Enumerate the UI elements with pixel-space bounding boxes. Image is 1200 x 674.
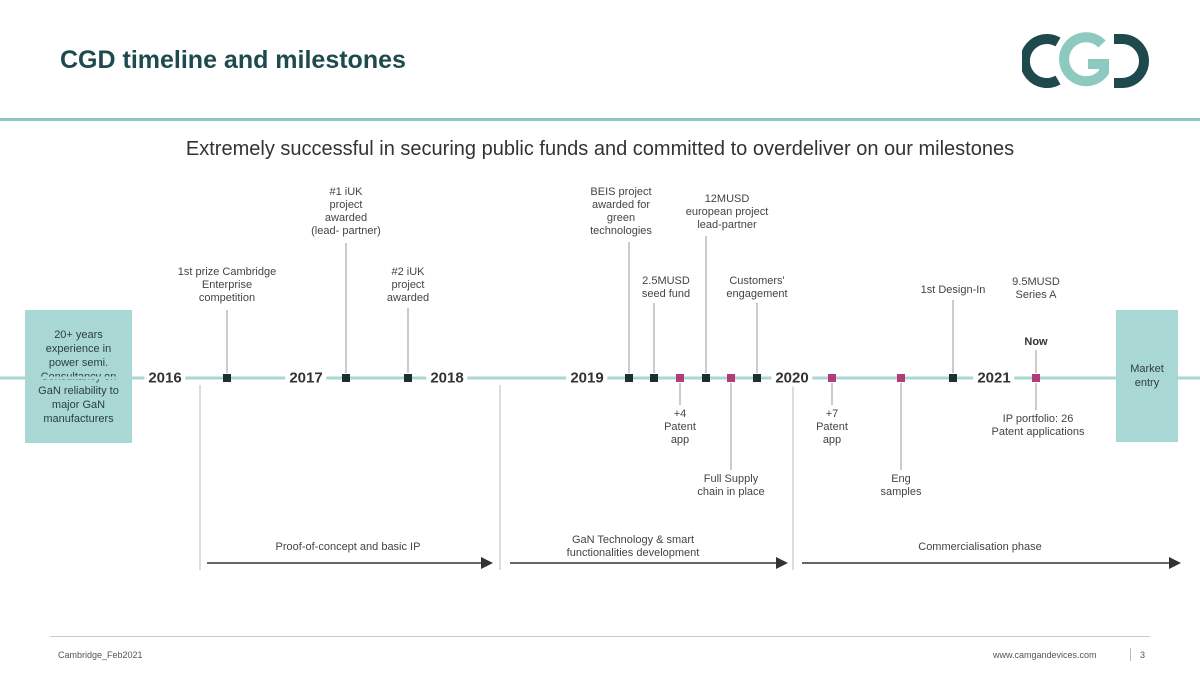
patent-marker: [828, 374, 836, 382]
milestone-label: Customers' engagement: [726, 275, 788, 300]
now-label: Now: [1024, 336, 1048, 348]
milestone-marker: [753, 374, 761, 382]
page-title: CGD timeline and milestones: [60, 46, 406, 74]
patent-marker: [1032, 374, 1040, 382]
footer-separator: [1130, 648, 1131, 661]
page-number: 3: [1140, 650, 1146, 660]
milestone-marker: [949, 374, 957, 382]
footer-divider: [50, 636, 1150, 637]
milestone-marker: [404, 374, 412, 382]
subtitle: Extremely successful in securing public …: [185, 138, 1015, 160]
milestone-label: 12MUSD european project lead-partner: [685, 193, 769, 231]
patent-marker: [727, 374, 735, 382]
milestone-label: 1st prize Cambridge Enterprise competiti…: [177, 266, 277, 304]
year-label: 2020: [771, 369, 813, 387]
header-divider: [0, 118, 1200, 121]
milestone-label: 9.5MUSD Series A: [1012, 276, 1060, 301]
year-label: 2017: [285, 369, 327, 387]
year-label: 2019: [566, 369, 608, 387]
phase-label: Proof-of-concept and basic IP: [275, 541, 421, 553]
phase-label: GaN Technology & smart functionalities d…: [566, 534, 700, 559]
phase-label: Commercialisation phase: [918, 541, 1042, 553]
milestone-label: IP portfolio: 26 Patent applications: [991, 413, 1085, 438]
milestone-label: Eng samples: [880, 473, 922, 498]
year-label: 2021: [973, 369, 1015, 387]
cgd-logo: [1022, 32, 1149, 88]
milestone-label: Full Supply chain in place: [697, 473, 765, 498]
year-label: 2016: [144, 369, 186, 387]
footer-location-date: Cambridge_Feb2021: [58, 650, 143, 660]
milestone-label: +4 Patent app: [664, 408, 696, 446]
milestone-marker: [650, 374, 658, 382]
milestone-marker: [702, 374, 710, 382]
patent-marker: [897, 374, 905, 382]
footer-website-link[interactable]: www.camgandevices.com: [993, 650, 1097, 660]
milestone-marker: [625, 374, 633, 382]
milestone-label: 2.5MUSD seed fund: [641, 275, 691, 300]
milestone-marker: [342, 374, 350, 382]
milestone-label: #2 iUK project awarded: [386, 266, 430, 304]
year-label: 2018: [426, 369, 468, 387]
milestone-label: +7 Patent app: [816, 408, 848, 446]
milestone-label: 1st Design-In: [920, 284, 986, 296]
milestone-label: BEIS project awarded for green technolog…: [590, 186, 652, 237]
milestone-label: #1 iUK project awarded (lead- partner): [311, 186, 381, 237]
market-entry-box: Market entry: [1116, 310, 1178, 442]
patent-marker: [676, 374, 684, 382]
milestone-marker: [223, 374, 231, 382]
